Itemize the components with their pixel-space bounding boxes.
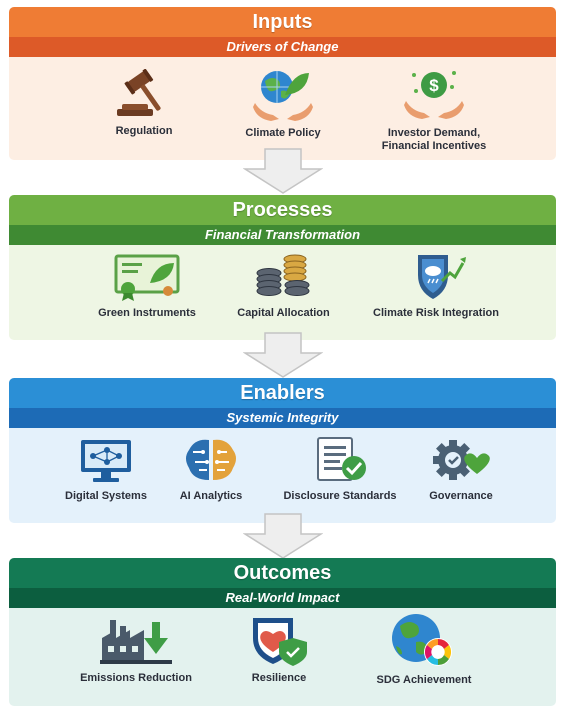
item-climate-risk-integration: Climate Risk Integration [361, 251, 511, 320]
item-label: Capital Allocation [237, 307, 330, 319]
ai-brain-icon [186, 439, 236, 480]
down-arrow-icon [243, 513, 323, 559]
item-label: SDG Achievement [376, 674, 472, 686]
item-capital-allocation: Capital Allocation [221, 251, 346, 320]
down-arrow-icon [243, 332, 323, 378]
item-resilience: Resilience [229, 614, 329, 685]
item-emissions-reduction: Emissions Reduction [71, 614, 201, 685]
item-sdg-achievement: SDG Achievement [359, 612, 489, 687]
item-label: Climate Policy [245, 127, 321, 139]
monitor-network-icon [81, 440, 131, 482]
stage-body: Green Instruments Capital Allocation [9, 245, 556, 340]
stage-subtitle: Systemic Integrity [9, 408, 556, 428]
stage-body: Emissions Reduction Resilience [9, 608, 556, 706]
stage-subtitle: Drivers of Change [9, 37, 556, 57]
item-label: Climate Risk Integration [373, 307, 499, 319]
heart-shield-icon [253, 618, 307, 666]
item-ai-analytics: AI Analytics [161, 436, 261, 503]
item-label: AI Analytics [179, 490, 243, 502]
item-label: Emissions Reduction [80, 672, 192, 684]
climate-shield-icon [418, 255, 466, 299]
stage-subtitle: Real-World Impact [9, 588, 556, 608]
gear-heart-icon [433, 440, 490, 480]
stage-title: Inputs [9, 7, 556, 37]
gavel-icon [117, 69, 161, 116]
stage-title: Outcomes [9, 558, 556, 588]
item-regulation: Regulation [89, 69, 199, 138]
factory-down-icon [100, 620, 172, 664]
document-check-icon [317, 437, 366, 481]
down-arrow-icon [243, 148, 323, 194]
item-label: Digital Systems [65, 490, 147, 502]
item-label: Resilience [251, 672, 307, 684]
item-label-line2: Financial Incentives [381, 140, 487, 152]
stage-title: Enablers [9, 378, 556, 408]
item-label: Regulation [115, 125, 173, 137]
globe-in-hands-icon [253, 71, 313, 121]
svg-text:$: $ [429, 76, 439, 95]
item-label: Disclosure Standards [283, 490, 397, 502]
green-certificate-icon [114, 254, 180, 301]
item-digital-systems: Digital Systems [51, 438, 161, 503]
item-green-instruments: Green Instruments [87, 253, 207, 320]
item-governance: Governance [411, 436, 511, 503]
stage-body: Regulation Climate Policy $ Inves [9, 57, 556, 160]
item-climate-policy: Climate Policy [223, 65, 343, 140]
coin-stacks-icon [256, 254, 309, 296]
money-in-hands-icon: $ [404, 71, 464, 119]
earth-sdg-icon [392, 614, 452, 666]
item-label: Investor Demand, [387, 127, 481, 139]
item-investor-demand: $ Investor Demand, Financial Incentives [369, 65, 499, 153]
stage-body: Digital Systems AI Analytics Dis [9, 428, 556, 523]
stage-subtitle: Financial Transformation [9, 225, 556, 245]
item-disclosure-standards: Disclosure Standards [277, 436, 403, 503]
item-label: Green Instruments [98, 307, 196, 319]
stage-title: Processes [9, 195, 556, 225]
item-label: Governance [429, 490, 493, 502]
